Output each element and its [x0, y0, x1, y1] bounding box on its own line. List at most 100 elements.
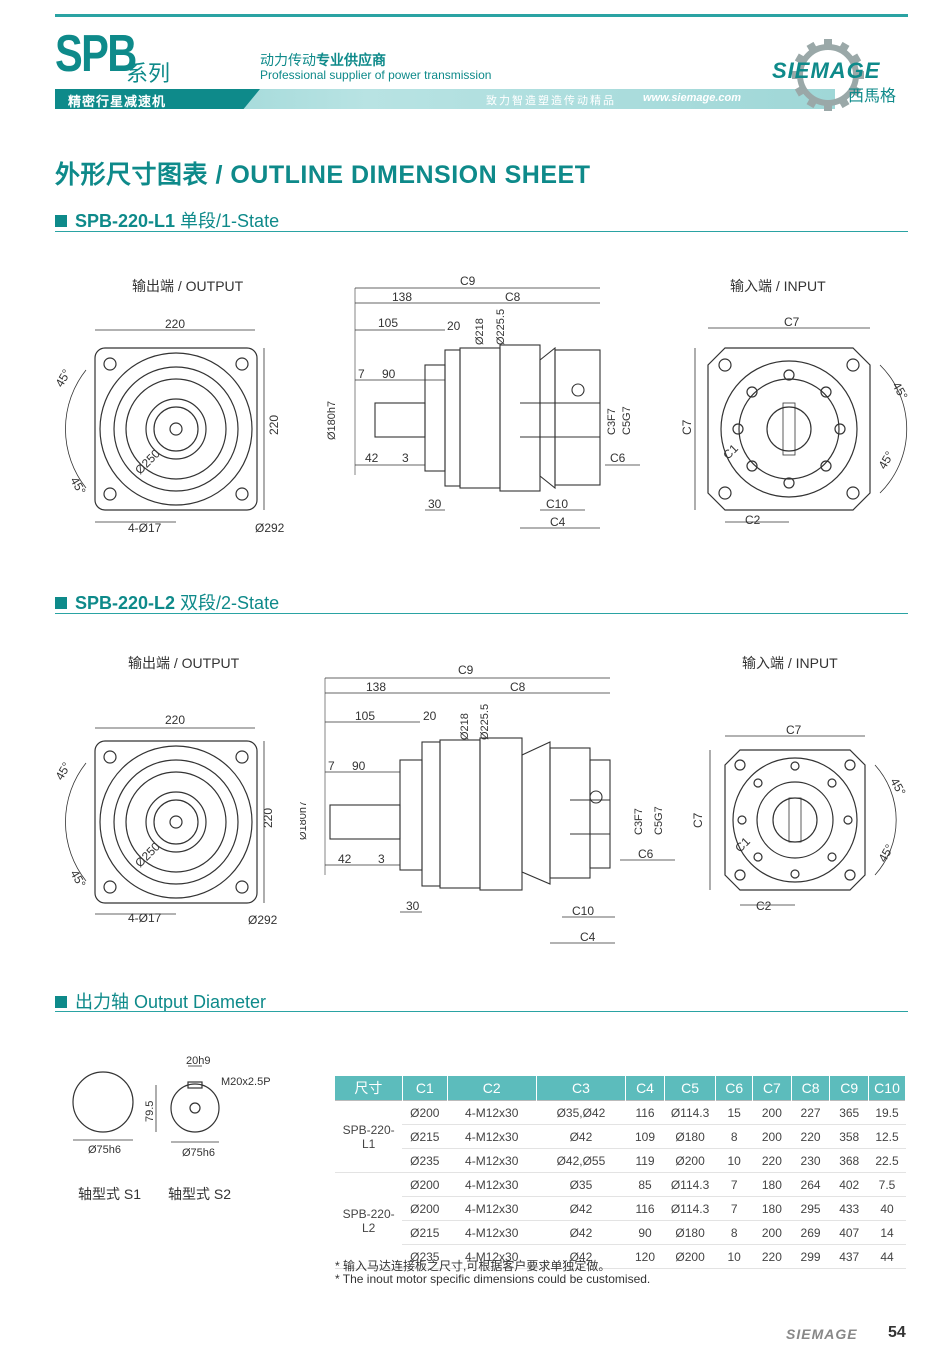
svg-text:C8: C8 [510, 680, 526, 694]
svg-text:20h9: 20h9 [186, 1055, 210, 1067]
square-bullet-icon [55, 215, 67, 227]
svg-text:C4: C4 [550, 515, 566, 529]
output-face-drawing-2: 输出端 / OUTPUT 220 220 45° 45° Ø250 4-Ø17 … [52, 655, 278, 927]
svg-text:42: 42 [338, 852, 352, 866]
svg-text:C7: C7 [691, 812, 705, 828]
svg-text:C3F7: C3F7 [606, 408, 618, 435]
svg-text:C7: C7 [680, 419, 694, 435]
svg-text:20: 20 [447, 319, 461, 333]
svg-text:105: 105 [355, 709, 375, 723]
svg-text:138: 138 [366, 680, 386, 694]
svg-text:Ø180h7: Ø180h7 [326, 401, 338, 440]
svg-text:Ø225.5: Ø225.5 [495, 309, 507, 345]
model-cell: SPB-220-L2 [335, 1172, 403, 1269]
header-cell: C1 [402, 1076, 448, 1101]
side-view-drawing-2: C9 138 C8 105 20 Ø218 Ø225.5 7 90 Ø180h7… [300, 663, 675, 944]
svg-text:4-Ø17: 4-Ø17 [128, 521, 162, 535]
svg-text:7: 7 [358, 367, 365, 381]
gear-logo-icon [792, 39, 864, 111]
svg-text:4-Ø17: 4-Ø17 [128, 911, 162, 925]
svg-text:30: 30 [406, 899, 420, 913]
model-cell: SPB-220-L1 [335, 1100, 403, 1173]
note-en: * The inout motor specific dimensions co… [335, 1272, 651, 1286]
slogan: 致力智造塑造传动精品 [486, 95, 616, 107]
svg-text:20: 20 [423, 709, 437, 723]
header-cell: C3 [536, 1076, 627, 1101]
svg-text:45°: 45° [875, 842, 896, 865]
square-bullet-icon [55, 597, 67, 609]
svg-text:Ø292: Ø292 [248, 913, 278, 927]
dimension-table: 尺寸 C1 C2 C3 C4 C5 C6 C7 C8 C9 C10 SPB-22… [335, 1076, 906, 1269]
header-cell: 尺寸 [335, 1076, 403, 1101]
input-label: 输入端 / INPUT [742, 655, 838, 671]
header-cell: C5 [664, 1076, 717, 1101]
svg-text:C5G7: C5G7 [621, 406, 633, 435]
svg-text:220: 220 [165, 317, 185, 331]
svg-text:C10: C10 [546, 497, 568, 511]
input-face-drawing-1: 输入端 / INPUT C7 C7 45° 45° C1 C2 [680, 278, 911, 527]
tagline-cn: 动力传动专业供应商 [260, 52, 386, 68]
page-title: 外形尺寸图表 / OUTLINE DIMENSION SHEET [55, 161, 591, 189]
svg-text:C7: C7 [784, 315, 800, 329]
website-link[interactable]: www.siemage.com [643, 92, 742, 104]
svg-text:3: 3 [378, 852, 385, 866]
svg-text:C9: C9 [460, 274, 476, 288]
header-band-dark [55, 89, 260, 109]
header-cell: C2 [447, 1076, 537, 1101]
svg-text:C6: C6 [638, 847, 654, 861]
svg-text:C2: C2 [756, 899, 772, 913]
header-cell: C10 [868, 1076, 906, 1101]
svg-text:Ø75h6: Ø75h6 [182, 1147, 215, 1159]
output-label: 输出端 / OUTPUT [128, 655, 240, 671]
svg-text:M20x2.5P: M20x2.5P [221, 1076, 271, 1088]
svg-text:42: 42 [365, 451, 379, 465]
svg-text:79.5: 79.5 [144, 1101, 156, 1122]
svg-text:45°: 45° [889, 380, 910, 403]
section1-rule [55, 231, 908, 232]
svg-text:Ø225.5: Ø225.5 [479, 704, 491, 740]
svg-text:C9: C9 [458, 663, 474, 677]
shaft-s2-circle [170, 1083, 220, 1133]
svg-text:138: 138 [392, 290, 412, 304]
shaft-s1-circle [72, 1071, 134, 1133]
input-label: 输入端 / INPUT [730, 278, 826, 294]
svg-text:C6: C6 [610, 451, 626, 465]
section3-heading: 出力轴 Output Diameter [55, 988, 266, 1014]
svg-text:220: 220 [261, 808, 275, 828]
svg-text:90: 90 [352, 759, 366, 773]
table-header-row: 尺寸 C1 C2 C3 C4 C5 C6 C7 C8 C9 C10 [335, 1076, 906, 1101]
page-number: 54 [888, 1324, 906, 1341]
svg-text:Ø250: Ø250 [132, 839, 163, 870]
side-view-drawing-1: C9 138 C8 105 20 Ø218 Ø225.5 7 90 Ø180h7… [326, 274, 640, 529]
brand-logo-cn: 西馬格 [848, 86, 897, 105]
brand-logo-text: SIEMAGE [772, 58, 881, 83]
svg-text:C1: C1 [720, 441, 741, 462]
svg-text:3: 3 [402, 451, 409, 465]
svg-text:45°: 45° [67, 868, 88, 891]
header-cell: C7 [752, 1076, 792, 1101]
section3-rule [55, 1011, 908, 1012]
svg-text:C4: C4 [580, 930, 596, 944]
square-bullet-icon [55, 996, 67, 1008]
svg-text:C8: C8 [505, 290, 521, 304]
top-rule [55, 14, 908, 17]
svg-text:45°: 45° [52, 367, 73, 390]
section1-heading: SPB-220-L1 单段/1-State [55, 207, 279, 233]
svg-text:45°: 45° [52, 760, 73, 783]
header-cell: C6 [715, 1076, 754, 1101]
product-subtitle: 精密行星减速机 [68, 94, 167, 109]
svg-text:105: 105 [378, 316, 398, 330]
svg-text:Ø218: Ø218 [474, 318, 486, 345]
svg-text:C7: C7 [786, 723, 802, 737]
header-cell: C4 [625, 1076, 665, 1101]
note-cn: * 输入马达连接板之尺寸,可根据客户要求单独定做。 [335, 1259, 611, 1273]
footer-brand: SIEMAGE [786, 1326, 858, 1342]
svg-text:C10: C10 [572, 904, 594, 918]
svg-text:7: 7 [328, 759, 335, 773]
svg-text:C2: C2 [745, 513, 761, 527]
